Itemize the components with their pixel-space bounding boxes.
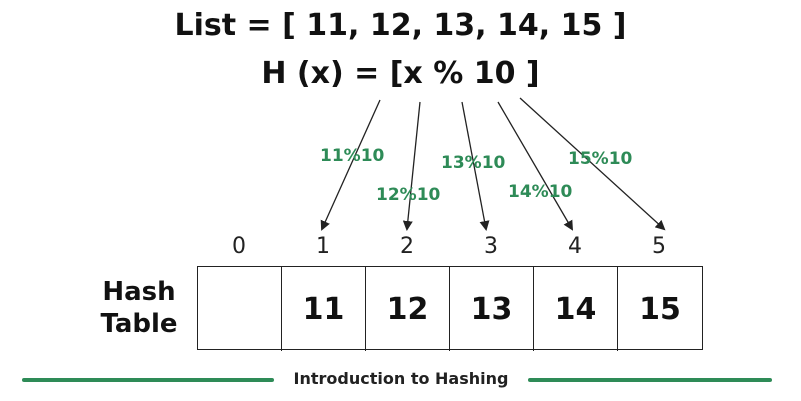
- arrow-15: [519, 97, 666, 231]
- op-label-13: 13%10: [441, 153, 506, 173]
- index-0: 0: [232, 234, 246, 259]
- op-label-11: 11%10: [320, 146, 385, 166]
- hash-function: H (x) = [x % 10 ]: [261, 56, 540, 91]
- index-2: 2: [400, 234, 414, 259]
- hash-cell-2: 12: [366, 267, 450, 351]
- index-4: 4: [568, 234, 582, 259]
- hash-cell-3: 13: [450, 267, 534, 351]
- footer-caption: Introduction to Hashing: [293, 369, 509, 388]
- arrow-14: [497, 101, 574, 231]
- op-label-14: 14%10: [508, 182, 573, 202]
- hash-cell-4: 14: [534, 267, 618, 351]
- footer-divider-right: [528, 378, 772, 382]
- hash-cell-1: 11: [282, 267, 366, 351]
- index-3: 3: [484, 234, 498, 259]
- arrow-12: [402, 101, 421, 231]
- hash-cell-0: [198, 267, 282, 351]
- list-title: List = [ 11, 12, 13, 14, 15 ]: [174, 8, 627, 43]
- hash-table-label: Hash Table: [84, 276, 194, 340]
- index-5: 5: [652, 234, 666, 259]
- hash-table-label-line1: Hash: [102, 277, 176, 307]
- hash-table: 11 12 13 14 15: [197, 266, 703, 351]
- op-label-15: 15%10: [568, 149, 633, 169]
- op-label-12: 12%10: [376, 185, 441, 205]
- arrow-13: [461, 101, 490, 231]
- index-1: 1: [316, 234, 330, 259]
- footer-divider-left: [22, 378, 274, 382]
- hash-table-label-line2: Table: [100, 309, 178, 339]
- arrow-11: [320, 99, 381, 231]
- hash-cell-5: 15: [639, 291, 681, 327]
